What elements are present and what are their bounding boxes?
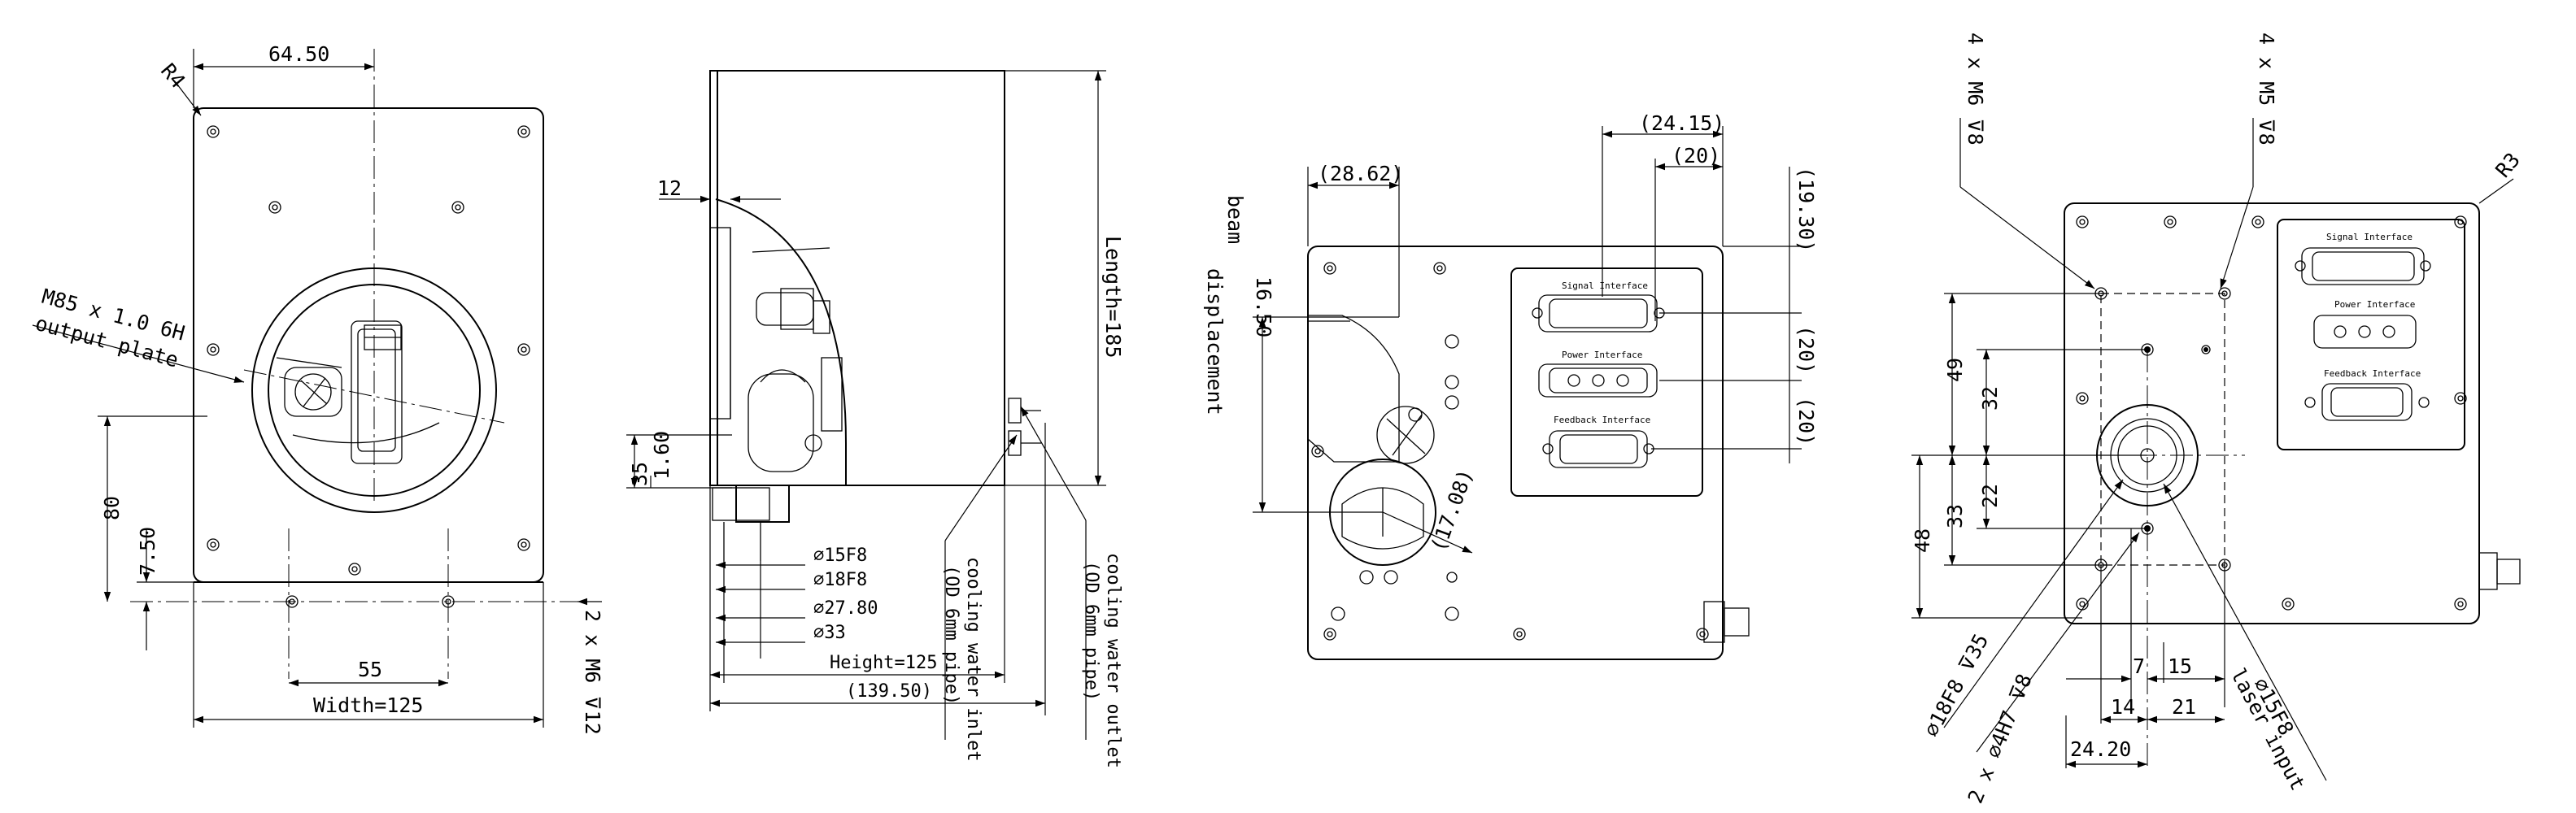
bottom-feedback-label: Feedback Interface: [2324, 368, 2421, 379]
dim-phi-27: ⌀27.80: [813, 598, 878, 619]
dim-21: 21: [2172, 695, 2196, 719]
dim-33: 33: [1943, 504, 1967, 528]
dim-20-top: (20): [1672, 144, 1720, 167]
dim-35: 35: [628, 462, 652, 486]
dim-17-08: (17.08): [1426, 466, 1477, 554]
dim-32: 32: [1978, 386, 2002, 411]
phi18-label: ⌀18F8 ⊽35: [1920, 630, 1994, 741]
dim-48: 48: [1911, 528, 1934, 553]
bottom-power-label: Power Interface: [2334, 299, 2415, 310]
dim-phi-33: ⌀33: [813, 623, 846, 643]
dim-7-50: 7.50: [136, 527, 159, 576]
dim-7: 7: [2133, 654, 2145, 678]
dim-64-50: 64.50: [268, 42, 329, 66]
dim-22: 22: [1978, 484, 2002, 508]
cooling-inlet-pipe: (OD 6mm pipe): [941, 565, 961, 705]
dim-phi-18: ⌀18F8: [813, 570, 867, 590]
cooling-outlet-pipe: (OD 6mm pipe): [1081, 561, 1101, 701]
dim-20-a: (20): [1794, 325, 1818, 374]
dim-15: 15: [2168, 654, 2192, 678]
back-view: Signal Interface Power Interface Feedbac…: [1203, 111, 1818, 660]
m6-holes-label: 2 x M6 ⊽12: [581, 610, 604, 735]
r3-label: R3: [2491, 148, 2525, 182]
dim-20-b: (20): [1794, 397, 1818, 446]
side-view: 12 35 1.60 Length=185 ⌀15F8 ⌀18F8 ⌀27.80…: [626, 70, 1125, 768]
beam-label-1: beam: [1223, 195, 1247, 244]
dim-height: Height=125: [830, 653, 937, 673]
dim-width: Width=125: [313, 693, 423, 717]
dim-19-30: (19.30): [1794, 167, 1818, 252]
m5-label: 4 x M5 ⊽8: [2255, 33, 2278, 146]
dim-phi-15: ⌀15F8: [813, 546, 867, 566]
dim-28-62: (28.62): [1318, 162, 1403, 185]
front-view: 64.50 R4 M85 x 1.0 6H output plate 80 7.…: [32, 42, 604, 735]
dim-16-50: 16.50: [1252, 276, 1275, 337]
bottom-signal-label: Signal Interface: [2326, 232, 2413, 242]
phi4-label: 2 x ⌀4H7 ⊽8: [1964, 671, 2037, 806]
back-signal-label: Signal Interface: [1562, 280, 1648, 291]
dim-139-50: (139.50): [846, 681, 932, 702]
bottom-view: Signal Interface Power Interface Feedbac…: [1911, 33, 2525, 806]
dim-length: Length=185: [1101, 236, 1125, 359]
dim-49: 49: [1943, 358, 1967, 382]
m6-label: 4 x M6 ⊽8: [1964, 33, 1987, 146]
dim-14: 14: [2111, 695, 2135, 719]
dim-24-15: (24.15): [1639, 111, 1724, 135]
dim-24-20: 24.20: [2070, 737, 2131, 761]
cooling-inlet-label: cooling water inlet: [963, 557, 983, 762]
dim-1-60: 1.60: [650, 431, 673, 480]
dim-80: 80: [100, 496, 124, 520]
dim-55: 55: [358, 658, 382, 681]
back-power-label: Power Interface: [1562, 350, 1642, 360]
dim-12: 12: [657, 176, 682, 200]
back-feedback-label: Feedback Interface: [1554, 415, 1650, 425]
cooling-outlet-label: cooling water outlet: [1103, 553, 1123, 768]
beam-label-2: displacement: [1203, 268, 1227, 415]
dim-r4: R4: [156, 59, 190, 93]
